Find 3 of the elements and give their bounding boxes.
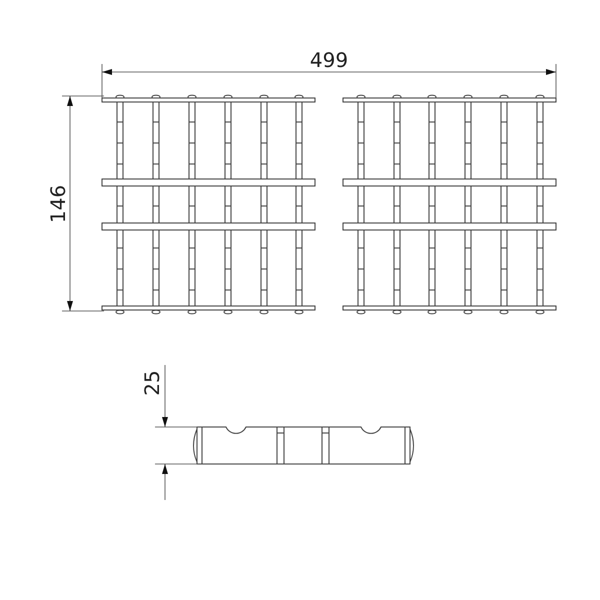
dimension-label: 25: [142, 370, 162, 396]
dimension-label: 499: [310, 50, 348, 70]
dimension-label: 146: [48, 184, 68, 224]
